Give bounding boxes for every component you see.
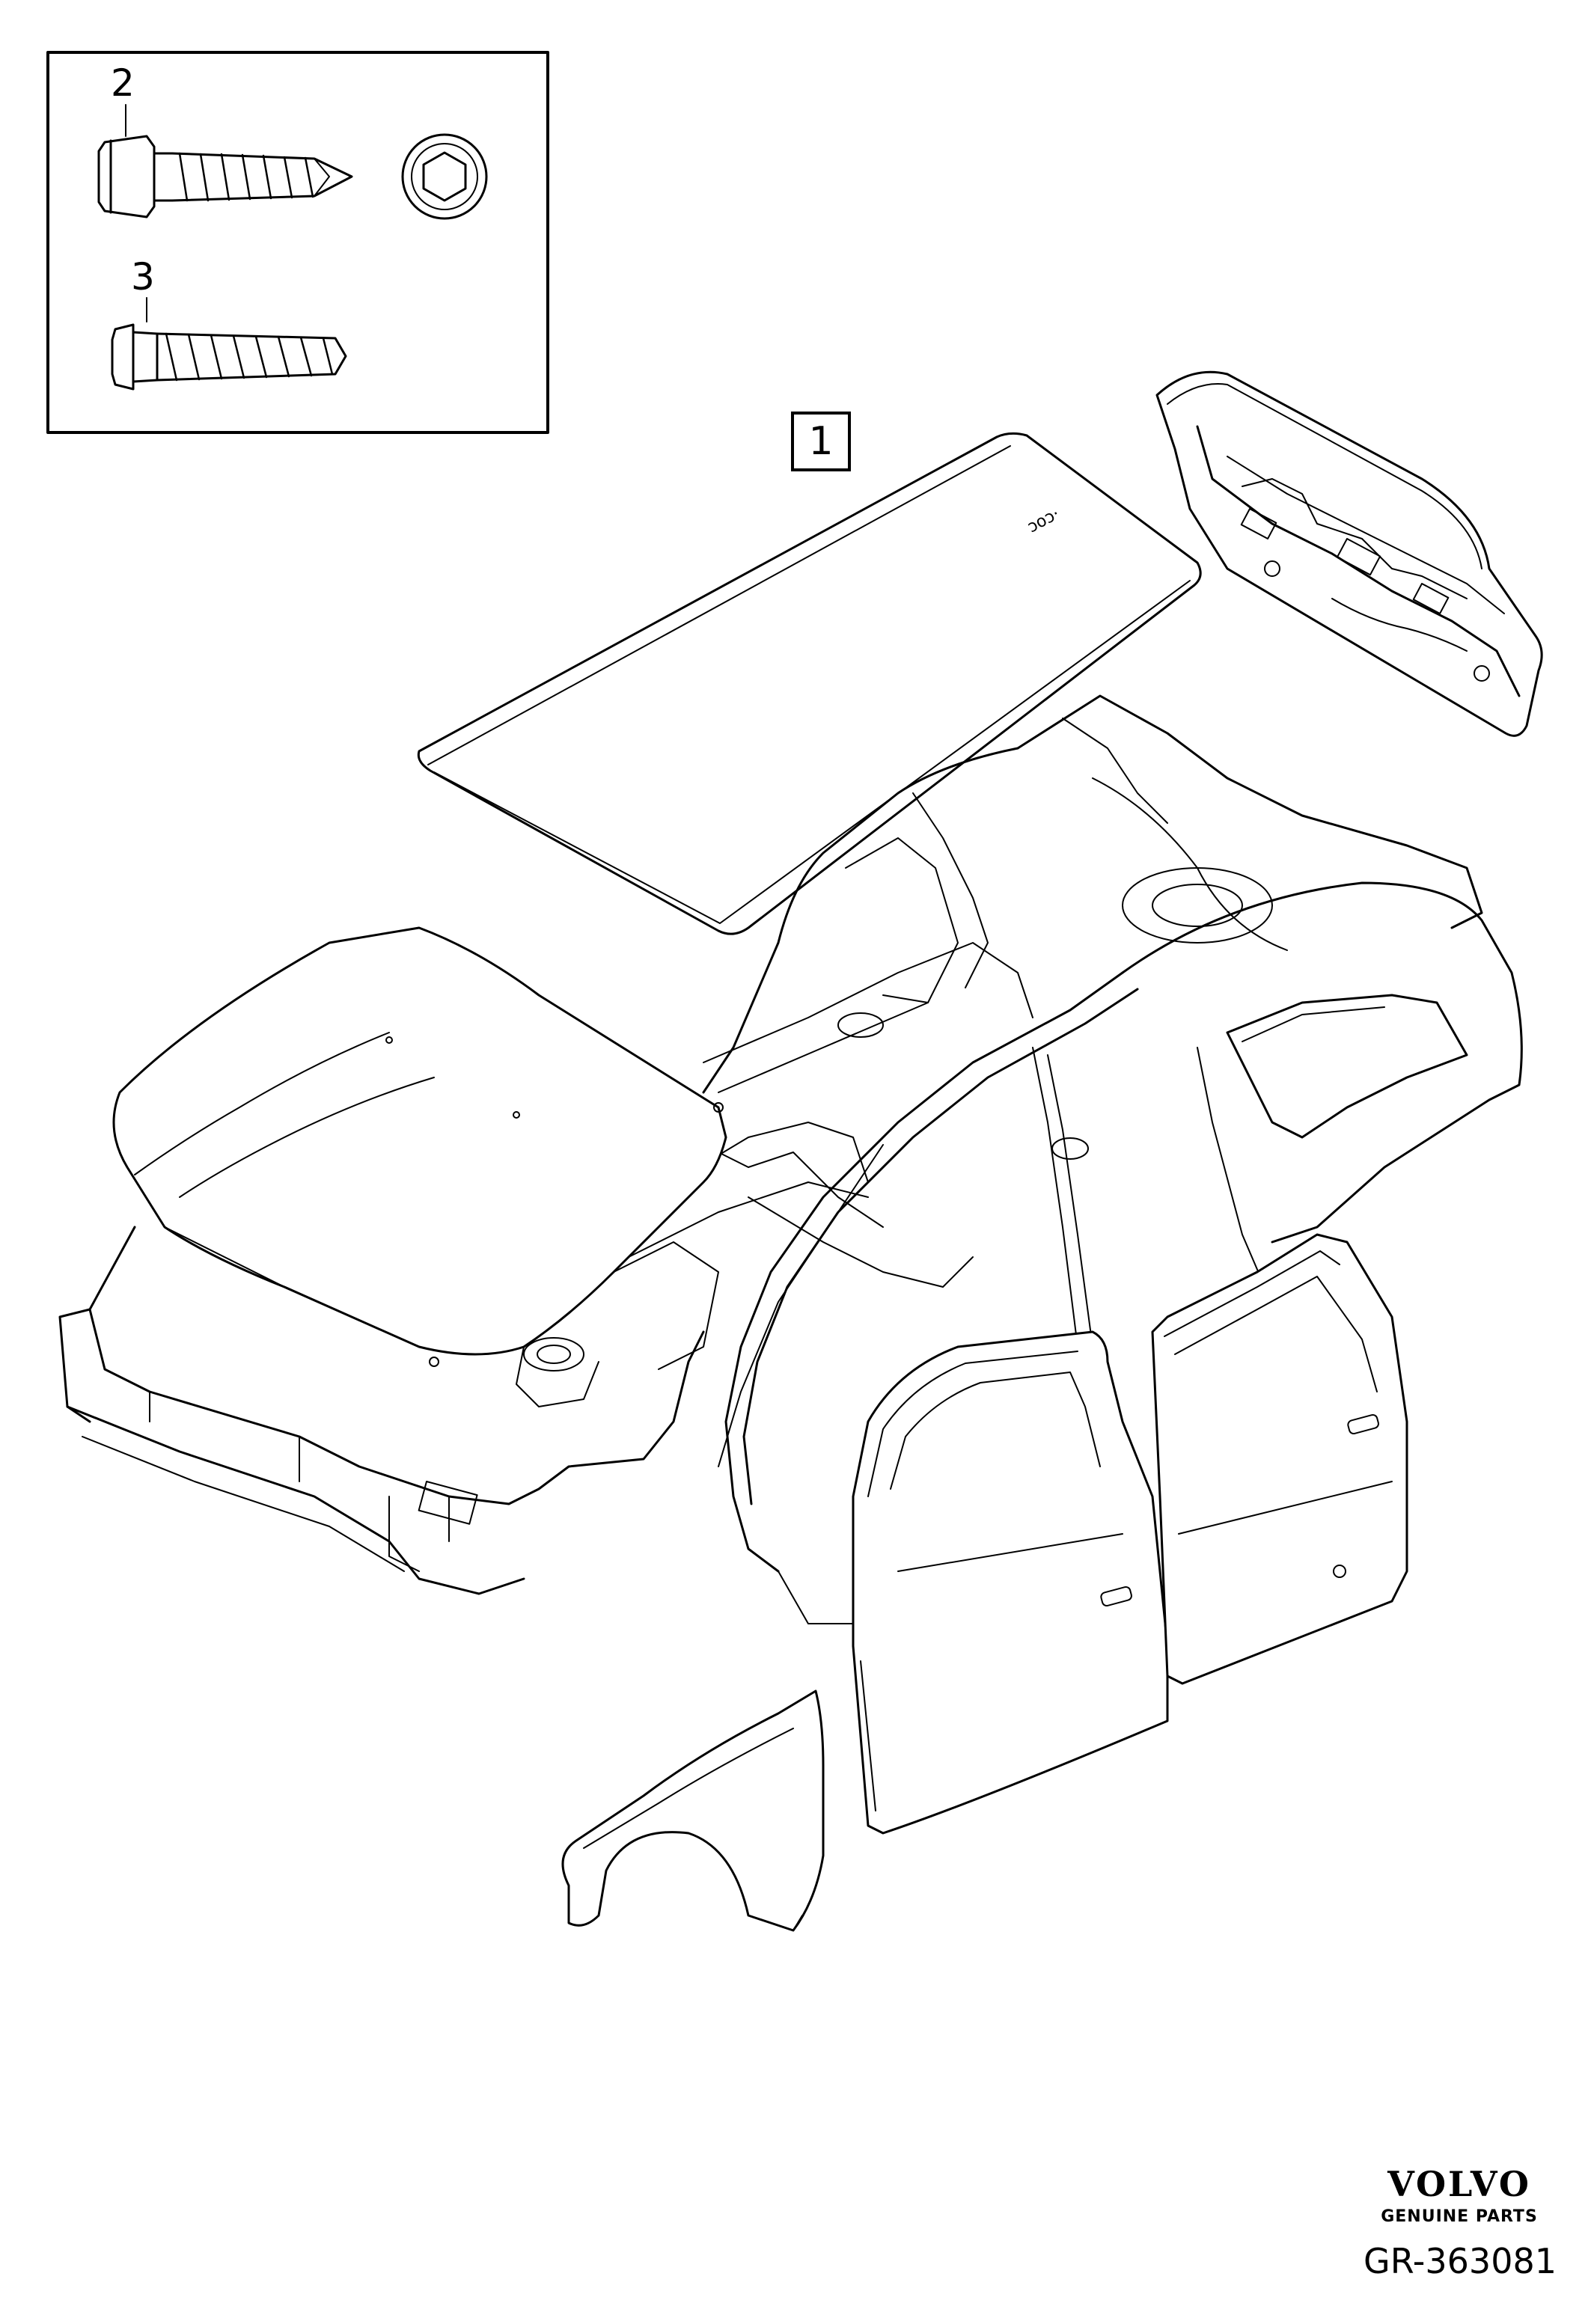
callout-3: 3 [131, 255, 155, 299]
brand-tagline: GENUINE PARTS [1381, 2207, 1538, 2226]
flange-bolt-icon [97, 135, 353, 218]
diagram-code: GR-363081 [1364, 2241, 1557, 2281]
front-door [852, 1330, 1169, 1835]
body-shell [58, 694, 1523, 1624]
tailgate-panel [1155, 370, 1543, 737]
hood-panel [112, 926, 727, 1367]
brand-logo: VOLVO [1387, 2164, 1531, 2204]
front-fender [561, 1690, 825, 1932]
tapping-screw-icon [111, 323, 347, 391]
hex-head-icon [401, 133, 488, 220]
callout-2: 2 [111, 61, 135, 105]
callout-1: 1 [791, 412, 851, 471]
rear-door [1151, 1233, 1408, 1685]
fastener-inset [46, 51, 549, 434]
roof-panel: ɔoɔ· [417, 432, 1202, 935]
